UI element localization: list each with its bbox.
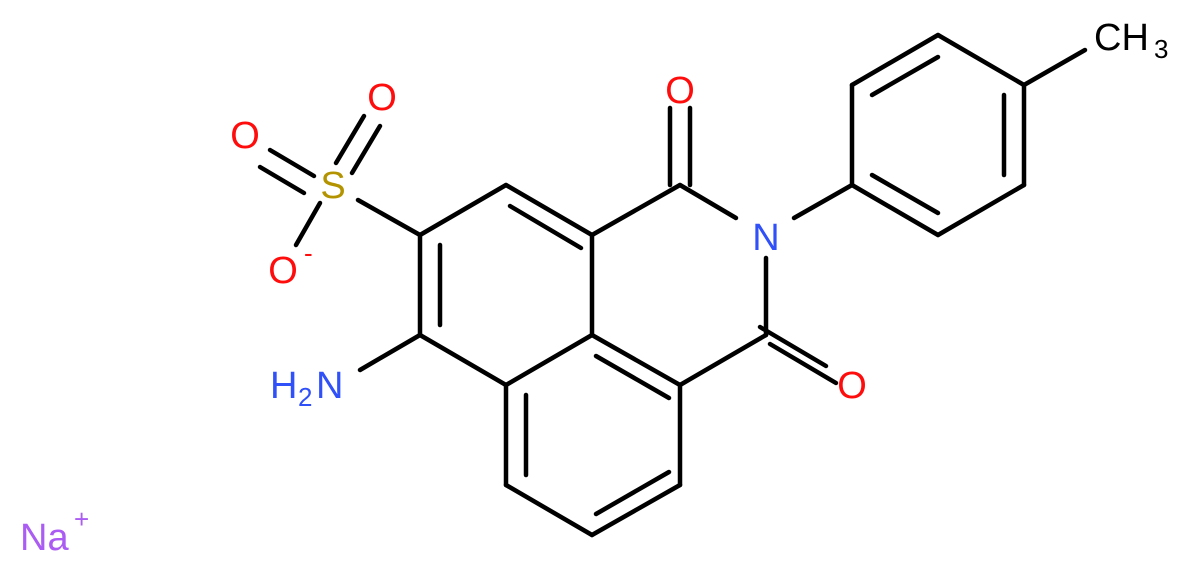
bond [791,182,855,221]
bond [935,32,1027,88]
bond [593,353,672,401]
methyl-ch: CH [1094,17,1149,59]
atom-nh2-amino: H 2 N [270,365,343,412]
amino-n: N [316,365,343,407]
bond [293,200,323,248]
charge-negative: - [304,238,313,268]
bond [1021,47,1088,88]
bond [935,182,1027,238]
methyl-subscript: 3 [1154,34,1168,64]
bond [589,182,683,238]
atom-o-sulfonate: O [268,250,298,292]
bond [333,113,367,166]
bond [503,482,595,538]
bond [357,332,423,373]
atom-o-sulfonyl-top: O [367,77,397,119]
charge-positive: + [74,504,89,534]
bond-lines [257,32,1088,538]
bond [417,332,509,388]
bond [503,332,595,388]
bond [869,54,941,98]
bond [849,32,941,88]
bond [593,469,672,517]
amino-h: H [270,365,297,407]
bond [869,172,941,216]
bond [849,182,941,238]
bond [589,332,683,388]
bond [503,182,595,238]
atom-s-sulfonate: S [320,165,345,207]
amino-subscript: 2 [298,382,312,412]
bond [257,164,307,196]
bond [507,203,584,251]
bond [757,324,829,369]
bond [767,341,839,386]
bond [349,123,383,176]
sodium-ion: Na + [20,504,89,559]
bond [589,482,683,538]
bond [355,197,423,238]
bond [677,332,769,388]
atom-o-sulfonyl-left: O [230,115,260,157]
atom-na: Na [20,517,69,559]
bond [267,147,317,179]
atom-o-carbonyl-top: O [665,70,695,112]
atom-labels: O O S O - O N O H 2 N CH 3 Na + [20,17,1168,559]
atom-o-carbonyl-right: O [837,365,867,407]
bond [417,182,509,238]
bond [677,182,739,221]
atom-ch3-methyl: CH 3 [1094,17,1168,64]
atom-n-imide: N [752,217,779,259]
